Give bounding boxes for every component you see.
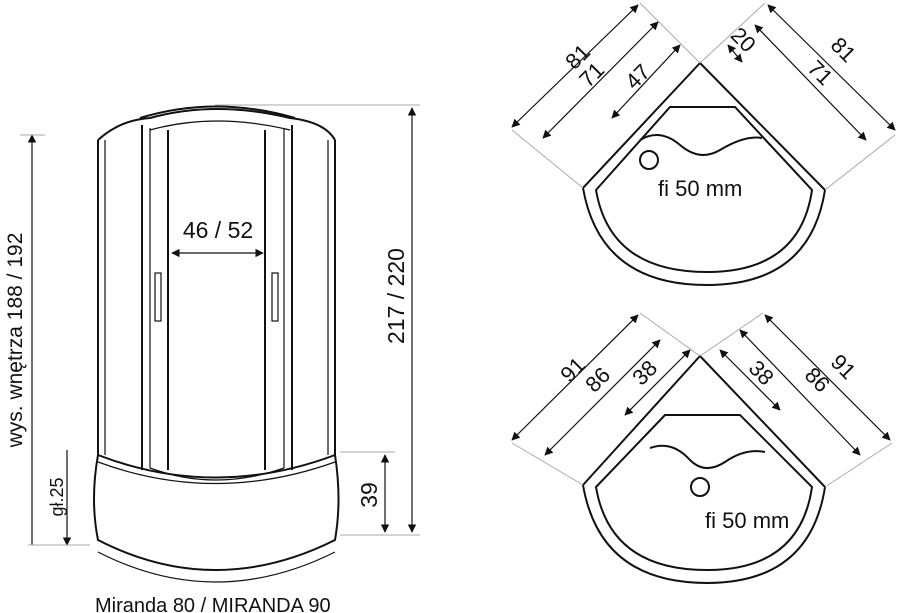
shower-tray: [93, 453, 340, 571]
left-door-handle: [154, 272, 162, 322]
tray-outline-80: [581, 61, 827, 287]
door-width-label: 46 / 52: [183, 217, 253, 243]
interior-height-label: wys. wnętrza 188 / 192: [4, 233, 27, 449]
dim-right-outer-80: 81: [826, 32, 861, 67]
drain-label-90: fi 50 mm: [705, 508, 789, 533]
drain-hole-80: [639, 150, 659, 170]
dim-right-mid-80: 71: [803, 55, 838, 90]
interior-height-dimension: wys. wnętrza 188 / 192: [4, 134, 45, 545]
right-door-handle: [271, 272, 279, 322]
plan-view-90: fi 50 mm 91 86 38 38 86 91: [511, 312, 893, 585]
dim-left-inner-80: 47: [620, 59, 655, 94]
shower-front-view: 46 / 52: [93, 105, 340, 583]
plan-view-80: fi 50 mm 81 71 47 20 81 71: [511, 2, 896, 287]
tray-depth-label: gł.25: [47, 477, 67, 516]
total-height-label: 217 / 220: [383, 248, 409, 344]
total-height-dimension: 217 / 220 39: [215, 104, 420, 536]
tray-depth-dimension: gł.25: [28, 450, 90, 546]
dim-left-inner-90: 38: [627, 355, 662, 390]
model-caption: Miranda 80 / MIRANDA 90: [95, 595, 331, 613]
drain-hole-90: [690, 477, 710, 497]
dim-right-inner-90: 38: [744, 355, 779, 390]
tray-outline-90: [581, 354, 827, 585]
tray-height-label: 39: [356, 482, 382, 508]
dim-right-small-80: 20: [726, 22, 761, 57]
drain-label-80: fi 50 mm: [658, 176, 742, 201]
